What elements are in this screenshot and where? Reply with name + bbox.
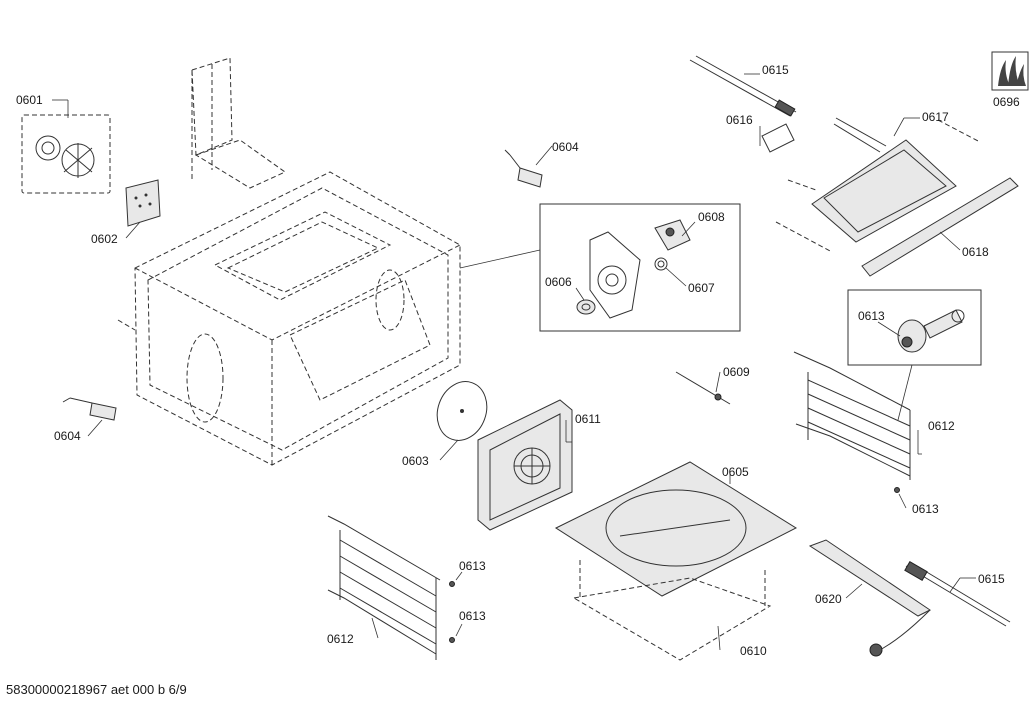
label-0615-bottom: 0615 [978,572,1005,586]
gasket-0603 [436,381,488,461]
document-footer: 58300000218967 aet 000 b 6/9 [6,682,187,697]
sensor-0604-top [504,145,553,188]
label-0610: 0610 [740,644,767,658]
label-0612-left: 0612 [327,632,354,646]
cable-0620 [808,539,931,657]
strip-0618 [861,177,1019,277]
label-0696: 0696 [993,95,1020,109]
label-0617: 0617 [922,110,949,124]
wiring-0615-bottom [904,560,1011,627]
rack-0612-left [327,515,441,660]
sensor-0604-left [62,397,117,437]
label-0611: 0611 [575,412,601,426]
screw-0613-right [894,487,907,509]
heater-0617 [775,117,981,253]
label-0613-b: 0613 [459,609,486,623]
bottom-shield-0610 [572,560,772,661]
label-0615-top: 0615 [762,63,789,77]
label-0618: 0618 [962,245,989,259]
label-0613-box: 0613 [858,309,885,323]
label-0612-right: 0612 [928,419,955,433]
fan-cover-0611 [477,399,573,531]
label-0609: 0609 [723,365,750,379]
label-0604-left: 0604 [54,429,81,443]
label-0608: 0608 [698,210,725,224]
label-0606: 0606 [545,275,572,289]
vent-duct [191,57,286,189]
label-0604-top: 0604 [552,140,579,154]
label-0607: 0607 [688,281,715,295]
detail-inset-0613 [847,289,982,421]
detail-inset-0606-0608 [459,203,741,332]
label-0605: 0605 [722,465,749,479]
bottom-plate-0605 [554,461,798,597]
bracket-0616 [759,123,795,153]
label-0602: 0602 [91,232,118,246]
flame-badge-icon [991,51,1029,91]
label-0616: 0616 [726,113,753,127]
label-0613-a: 0613 [459,559,486,573]
wiring-0615-top [689,55,797,117]
oven-housing [117,171,461,466]
cover-plate-0602 [125,179,161,239]
probe-0609 [675,371,731,405]
rack-0612-right [793,351,922,480]
label-0613-right: 0613 [912,502,939,516]
screws-0613-left [449,571,463,643]
fan-motor-0601 [21,99,111,194]
label-0620: 0620 [815,592,842,606]
label-0603: 0603 [402,454,429,468]
label-0601: 0601 [16,93,43,107]
